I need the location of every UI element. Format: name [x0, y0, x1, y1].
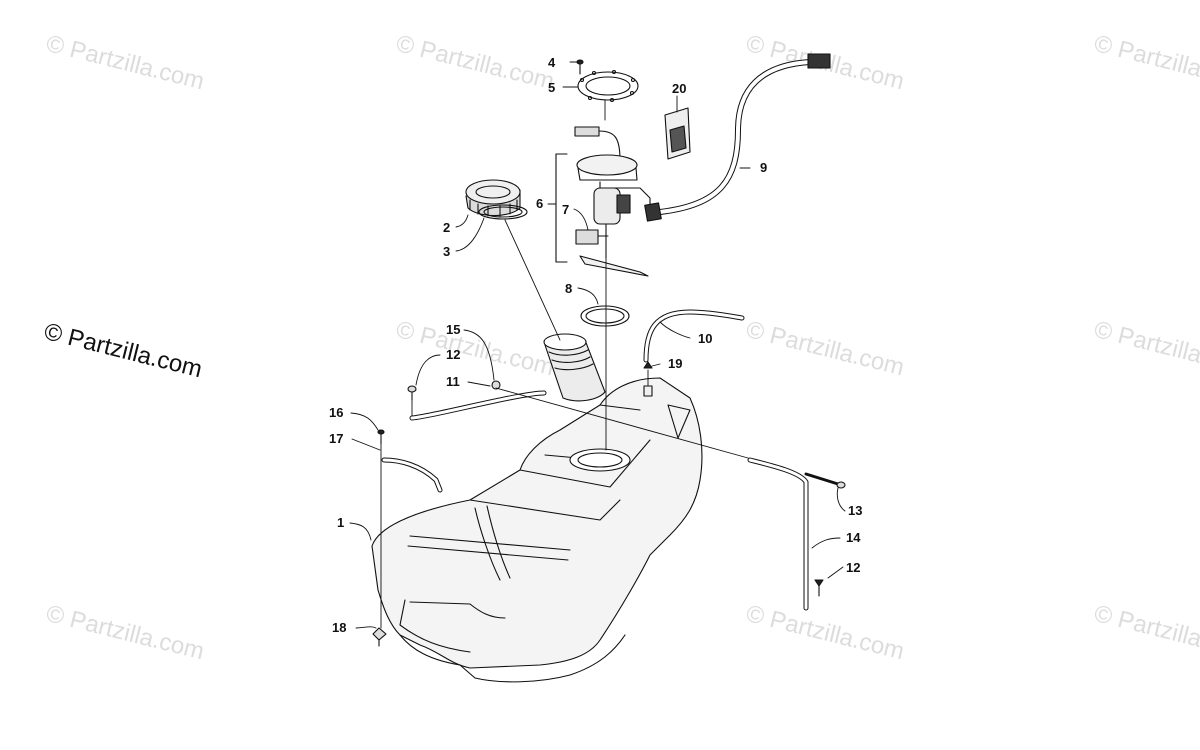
callout-19: 19: [668, 356, 683, 371]
fuel-pump-connector: [664, 107, 691, 160]
cap-gasket: [478, 204, 528, 220]
callout-17: 17: [329, 431, 344, 446]
callout-10: 10: [698, 331, 713, 346]
vent-hose: [643, 309, 745, 363]
fuel-hose: [644, 53, 831, 222]
fuel-tank: [371, 377, 703, 683]
long-bolt: [804, 472, 846, 489]
callout-8: 8: [565, 281, 573, 296]
right-screw: [814, 579, 824, 597]
callout-2: 2: [443, 220, 451, 235]
left-tank-strap: [381, 457, 443, 493]
callout-14: 14: [846, 530, 861, 545]
callout-16: 16: [329, 405, 344, 420]
callout-11: 11: [446, 374, 460, 389]
pump-o-ring: [580, 305, 630, 327]
callout-6: 6: [536, 196, 544, 211]
leader-lines: [349, 61, 846, 629]
callout-1: 1: [337, 515, 345, 530]
assembly-bracket: [555, 153, 568, 263]
strap-nut: [491, 380, 501, 390]
callout-5: 5: [548, 80, 556, 95]
callout-9: 9: [760, 160, 768, 175]
left-screw: [377, 429, 385, 445]
filler-neck: [543, 333, 606, 402]
bottom-nut: [372, 627, 387, 647]
callout-12: 12: [446, 347, 461, 362]
fuel-cap: [465, 179, 521, 217]
callout-20: 20: [672, 81, 687, 96]
pump-retaining-ring: [577, 69, 639, 103]
fuel-pump-assembly: [574, 126, 651, 277]
callout-13: 13: [848, 503, 863, 518]
right-tank-strap: [747, 457, 809, 611]
callout-4: 4: [548, 55, 556, 70]
assembly-lines: [380, 99, 749, 629]
upper-tank-strap: [409, 390, 547, 421]
callout-12: 12: [846, 560, 861, 575]
callout-7: 7: [562, 202, 570, 217]
callout-15: 15: [446, 322, 461, 337]
upper-bolt: [407, 385, 417, 401]
callout-18: 18: [332, 620, 347, 635]
callout-3: 3: [443, 244, 451, 259]
